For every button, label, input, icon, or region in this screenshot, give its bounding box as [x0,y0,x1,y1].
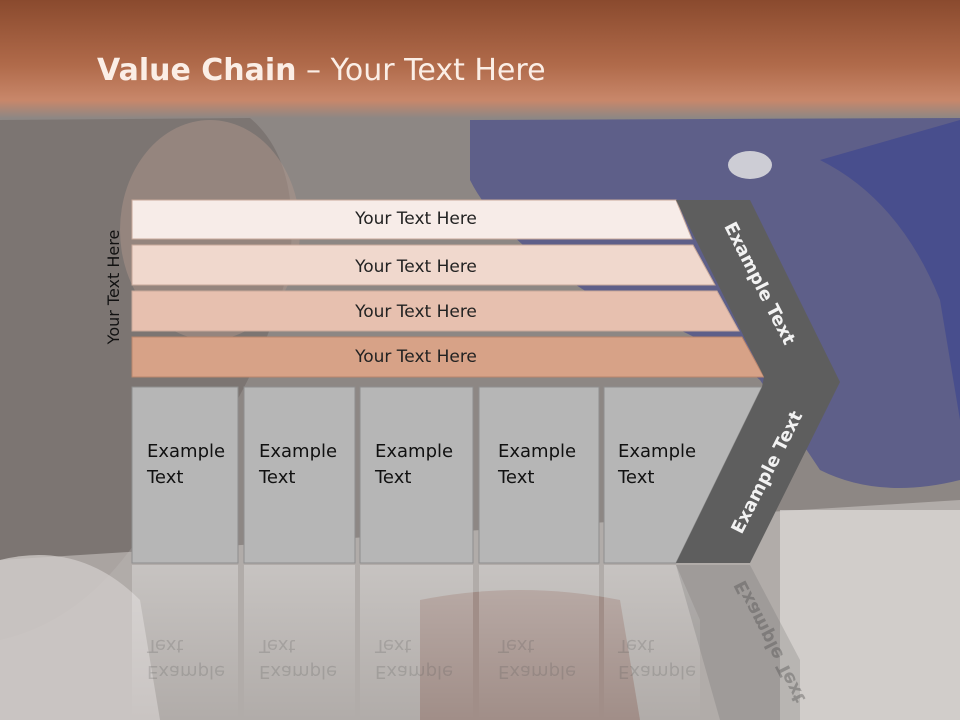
box-reflection-5: Example Text [618,632,696,684]
row-bar-3 [131,290,740,332]
box-reflection-5-line1: Example [618,661,697,682]
box-label-4-line2: Text [498,467,535,488]
slide-title: Value Chain – Your Text Here [97,53,546,88]
box-label-4-line1: Example [498,441,577,462]
activity-box-3 [359,386,474,564]
margin-chevron [676,200,840,563]
box-reflection-2-line2: Text [259,635,296,656]
activity-box-4 [478,386,600,564]
box-reflection-1-line1: Example [147,661,226,682]
box-reflection-4-line2: Text [498,635,535,656]
box-label-3-line1: Example [375,441,454,462]
box-label-1-line1: Example [147,441,226,462]
box-label-5-line2: Text [618,467,655,488]
row-bar-2 [131,244,716,286]
box-label-3-line2: Text [375,467,412,488]
activity-box-2 [243,386,356,564]
box-reflection-3: Example Text [375,632,453,684]
box-reflection-4-line1: Example [498,661,577,682]
row-label-2: Your Text Here [355,257,477,277]
slide-title-bold: Value Chain [97,53,297,88]
box-reflection-5-line2: Text [618,635,655,656]
box-reflection-3-line1: Example [375,661,454,682]
row-label-3: Your Text Here [355,302,477,322]
box-label-5-line1: Example [618,441,697,462]
box-label-1-line2: Text [147,467,184,488]
box-reflection-4: Example Text [498,632,576,684]
box-label-2-line1: Example [259,441,338,462]
box-reflection-2-line1: Example [259,661,338,682]
title-bar [0,0,960,118]
slide-title-rest: – Your Text Here [296,53,546,88]
activity-box-1 [131,386,239,564]
box-reflection-3-line2: Text [375,635,412,656]
row-bar-1 [131,199,693,240]
box-reflection-1-line2: Text [147,635,184,656]
box-label-2-line2: Text [259,467,296,488]
row-label-1: Your Text Here [355,209,477,229]
side-axis-label: Your Text Here [104,229,123,345]
box-reflection-2: Example Text [259,632,337,684]
row-label-4: Your Text Here [355,347,477,367]
box-reflection-1: Example Text [147,632,225,684]
